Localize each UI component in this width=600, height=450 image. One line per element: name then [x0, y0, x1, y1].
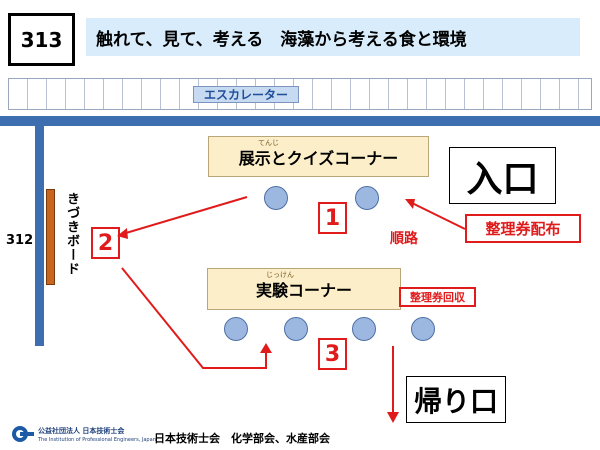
board-label: きづきボード — [64, 192, 79, 276]
route-arrow-2-to-3 — [121, 267, 267, 369]
station-number-2: 2 — [91, 227, 120, 259]
escalator-step — [502, 79, 503, 109]
escalator — [8, 78, 592, 110]
ipej-logo — [10, 424, 36, 444]
exit-box: 帰り口 — [406, 376, 506, 423]
exit-arrowhead — [387, 412, 399, 423]
room-number-box: 313 — [8, 13, 75, 66]
route-arrowhead-1-to-2 — [117, 228, 128, 239]
title-banner: 触れて、見て、考える 海藻から考える食と環境 — [86, 18, 580, 56]
seat — [411, 317, 435, 341]
seat — [284, 317, 308, 341]
entrance-arrowhead — [405, 199, 415, 209]
escalator-step — [350, 79, 351, 109]
escalator-label: エスカレーター — [193, 86, 299, 103]
top-wall — [0, 116, 600, 126]
ticket-distribution-label: 整理券配布 — [485, 220, 561, 238]
ticket-collection-label: 整理券回収 — [410, 291, 465, 304]
experiment-corner-ruby: じっけん — [266, 271, 294, 279]
exit-label: 帰り口 — [413, 384, 498, 418]
kidzuki-board — [46, 189, 55, 285]
escalator-step — [84, 79, 85, 109]
quiz-corner-label: 展示とクイズコーナー — [238, 148, 399, 168]
route-arrowhead-2-to-3 — [260, 343, 272, 353]
room-312-label: 312 — [6, 233, 34, 248]
station-number-3: 3 — [318, 338, 347, 370]
entrance-box: 入口 — [449, 147, 556, 204]
escalator-step — [65, 79, 66, 109]
ticket-collection-tag: 整理券回収 — [399, 287, 476, 307]
quiz-corner-table: 展示とクイズコーナー — [208, 136, 429, 177]
escalator-step — [540, 79, 541, 109]
room-number: 313 — [20, 27, 63, 52]
ipej-logo-subtext: The Institution of Professional Engineer… — [38, 437, 156, 443]
escalator-label-text: エスカレーター — [203, 88, 288, 102]
route-arrow-1-to-2 — [125, 196, 248, 234]
route-label: 順路 — [390, 231, 418, 247]
left-wall — [35, 126, 44, 346]
station-number-1: 1 — [318, 202, 347, 234]
seat — [352, 317, 376, 341]
escalator-step — [483, 79, 484, 109]
seat — [264, 186, 288, 210]
station-number-2-text: 2 — [97, 230, 114, 256]
escalator-step — [426, 79, 427, 109]
seat — [224, 317, 248, 341]
organizers-text: 日本技術士会 化学部会、水産部会 — [154, 432, 330, 445]
station-number-1-text: 1 — [324, 205, 341, 231]
escalator-step — [46, 79, 47, 109]
entrance-arrow — [411, 202, 466, 230]
escalator-step — [445, 79, 446, 109]
quiz-corner-ruby: てんじ — [258, 139, 279, 147]
entrance-label: 入口 — [466, 158, 539, 200]
experiment-corner-label: 実験コーナー — [255, 281, 352, 300]
escalator-step — [388, 79, 389, 109]
escalator-step — [578, 79, 579, 109]
page-title: 触れて、見て、考える 海藻から考える食と環境 — [96, 29, 467, 50]
escalator-step — [369, 79, 370, 109]
escalator-step — [103, 79, 104, 109]
escalator-step — [559, 79, 560, 109]
escalator-step — [464, 79, 465, 109]
ticket-distribution-tag: 整理券配布 — [465, 214, 581, 243]
ipej-logo-text: 公益社団法人 日本技術士会 — [38, 427, 125, 435]
escalator-step — [27, 79, 28, 109]
station-number-3-text: 3 — [324, 341, 341, 367]
escalator-step — [122, 79, 123, 109]
escalator-step — [141, 79, 142, 109]
escalator-step — [179, 79, 180, 109]
seat — [355, 186, 379, 210]
escalator-step — [160, 79, 161, 109]
escalator-step — [331, 79, 332, 109]
escalator-step — [312, 79, 313, 109]
escalator-step — [407, 79, 408, 109]
experiment-corner-table: 実験コーナー — [207, 268, 401, 310]
ipej-logo-icon — [12, 426, 34, 442]
escalator-step — [521, 79, 522, 109]
